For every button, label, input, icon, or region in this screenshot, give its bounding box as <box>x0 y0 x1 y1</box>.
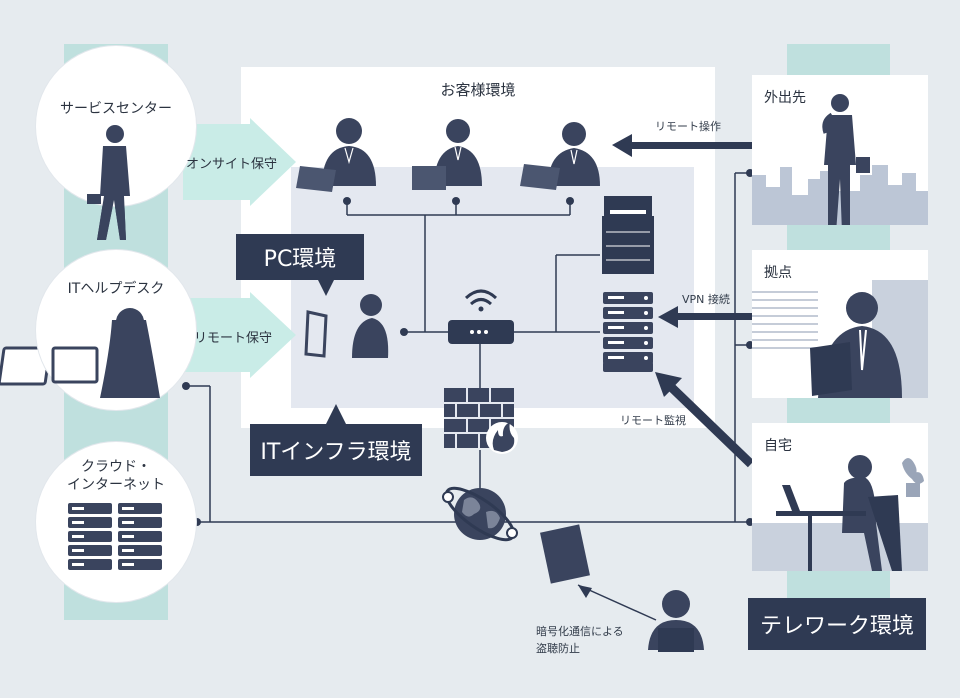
it-infra-label: ITインフラ環境 <box>250 424 422 476</box>
city-illustration <box>752 94 928 225</box>
it-helpdesk-label: ITヘルプデスク <box>67 281 165 297</box>
remote-operation-text: リモート操作 <box>655 120 721 133</box>
security-text-line1: 暗号化通信による <box>536 625 624 638</box>
hacker-icon <box>648 590 704 652</box>
outside-panel: 外出先 <box>752 75 928 225</box>
pc-label-pointer <box>318 280 334 296</box>
pc-environment-text: PC環境 <box>263 247 337 272</box>
server-rack-icon <box>603 292 653 372</box>
it-infra-text: ITインフラ環境 <box>260 440 412 465</box>
small-firewall-icon <box>540 524 590 584</box>
remote-monitoring-text: リモート監視 <box>620 414 686 427</box>
it-helpdesk-circle: ITヘルプデスク <box>36 250 196 410</box>
infra-label-pointer <box>326 404 346 424</box>
remote-maintenance-text: リモート保守 <box>194 331 273 346</box>
cloud-internet-circle: クラウド・ インターネット <box>36 442 196 602</box>
cloud-label-line1: クラウド・ <box>81 459 151 475</box>
onsite-maintenance-text: オンサイト保守 <box>186 157 278 172</box>
wifi-router-icon <box>448 289 514 344</box>
service-center-label: サービスセンター <box>60 101 172 117</box>
telework-environment-text: テレワーク環境 <box>759 614 914 639</box>
remote-maintenance-arrow <box>183 292 296 378</box>
pc-environment-label: PC環境 <box>236 234 364 280</box>
home-panel: 自宅 <box>752 423 928 571</box>
onsite-arrow <box>183 118 296 206</box>
office-illustration <box>752 280 928 398</box>
globe-icon <box>442 486 518 542</box>
home-title: 自宅 <box>764 438 792 454</box>
base-panel: 拠点 <box>752 250 928 398</box>
outside-title: 外出先 <box>764 90 806 106</box>
base-title: 拠点 <box>764 265 792 281</box>
home-illustration <box>752 455 928 571</box>
security-text-line2: 盗聴防止 <box>536 642 580 655</box>
vpn-text: VPN 接続 <box>682 293 730 306</box>
printer-icon <box>602 196 654 274</box>
customer-environment-title: お客様環境 <box>440 81 516 99</box>
cloud-label-line2: インターネット <box>67 477 165 493</box>
service-center-circle: サービスセンター <box>36 46 196 206</box>
telework-environment-label: テレワーク環境 <box>748 598 926 650</box>
